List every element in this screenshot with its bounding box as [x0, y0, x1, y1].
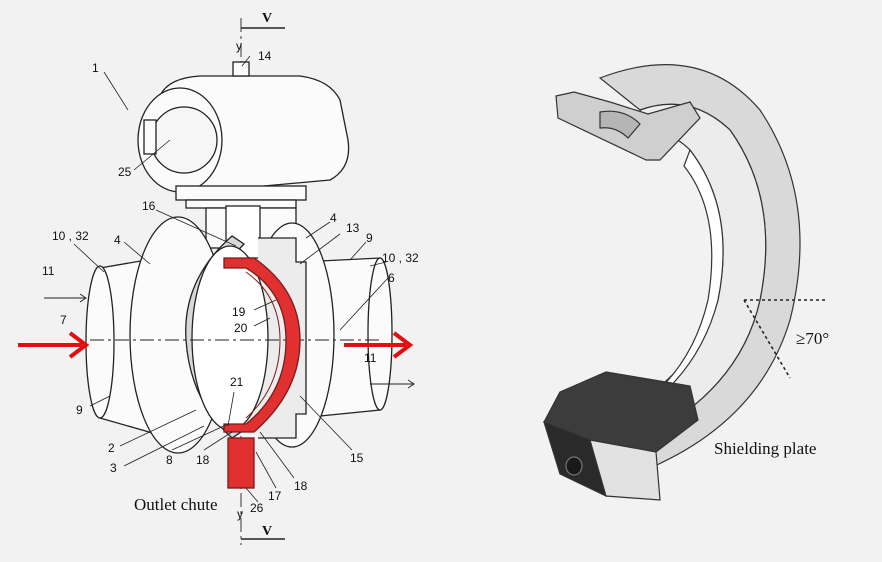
shielding-plate-caption: Shielding plate [714, 439, 816, 458]
outlet-pipe-end [367, 257, 393, 411]
outlet-chute-caption: Outlet chute [134, 495, 218, 514]
shielding-plate-bottom-side [589, 439, 661, 501]
part-label-18-left: 18 [196, 453, 210, 467]
part-label-7: 7 [60, 313, 67, 327]
axis-label-bottom: y [237, 507, 243, 521]
section-mark-bottom-label: V [262, 524, 272, 539]
part-label-25: 25 [118, 165, 132, 179]
part-label-4-left: 4 [114, 233, 121, 247]
shielding-seat-inner [245, 271, 281, 419]
red-flow-arrows [18, 331, 414, 359]
axis-label-top: y [236, 39, 242, 53]
part-label-21: 21 [230, 375, 244, 389]
part-label-20: 20 [234, 321, 248, 335]
part-label-1: 1 [92, 61, 99, 75]
angle-label: ≥70° [796, 329, 829, 348]
red-arrow-inlet-head [68, 331, 90, 359]
part-label-4-right: 4 [330, 211, 337, 225]
shielding-plate-render [543, 64, 801, 501]
part-label-18-right: 18 [294, 479, 308, 493]
part-label-11-right: 11 [364, 351, 377, 365]
handwheel-stub [143, 119, 157, 155]
shielding-plate-top-notch [599, 110, 641, 139]
flow-arrow-out [370, 379, 415, 389]
part-label-17: 17 [268, 489, 282, 503]
part-label-14: 14 [258, 49, 272, 63]
part-label-9-top: 9 [366, 231, 373, 245]
part-label-16: 16 [142, 199, 156, 213]
part-label-6: 6 [388, 271, 395, 285]
shielding-plate-bore-hole [565, 456, 583, 476]
valve-drawing [44, 18, 415, 545]
part-label-8: 8 [166, 453, 173, 467]
actuator-base [175, 185, 307, 201]
handwheel-disc [150, 106, 218, 174]
part-label-19: 19 [232, 305, 246, 319]
part-label-3: 3 [110, 461, 117, 475]
red-arrow-outlet-head [392, 331, 414, 359]
shielding-seat-highlight [223, 257, 301, 433]
flow-arrow-in [44, 293, 87, 303]
part-label-10-32-right: 10 , 32 [382, 251, 419, 265]
part-label-26: 26 [250, 501, 264, 515]
inlet-pipe-end [85, 265, 115, 419]
outlet-chute-highlight [227, 437, 255, 489]
part-label-9-bottom: 9 [76, 403, 83, 417]
part-label-2: 2 [108, 441, 115, 455]
leader-lines [73, 55, 389, 503]
part-label-10-32-left: 10 , 32 [52, 229, 89, 243]
part-label-11-left: 11 [42, 264, 55, 278]
part-label-15: 15 [350, 451, 364, 465]
section-mark-top-label: V [262, 11, 272, 26]
valve-labels: V V y y 1 14 25 16 4 4 13 9 10 , 32 10 ,… [42, 11, 419, 539]
angle-indicator [743, 299, 828, 379]
part-label-13: 13 [346, 221, 360, 235]
stem-top [232, 61, 250, 77]
